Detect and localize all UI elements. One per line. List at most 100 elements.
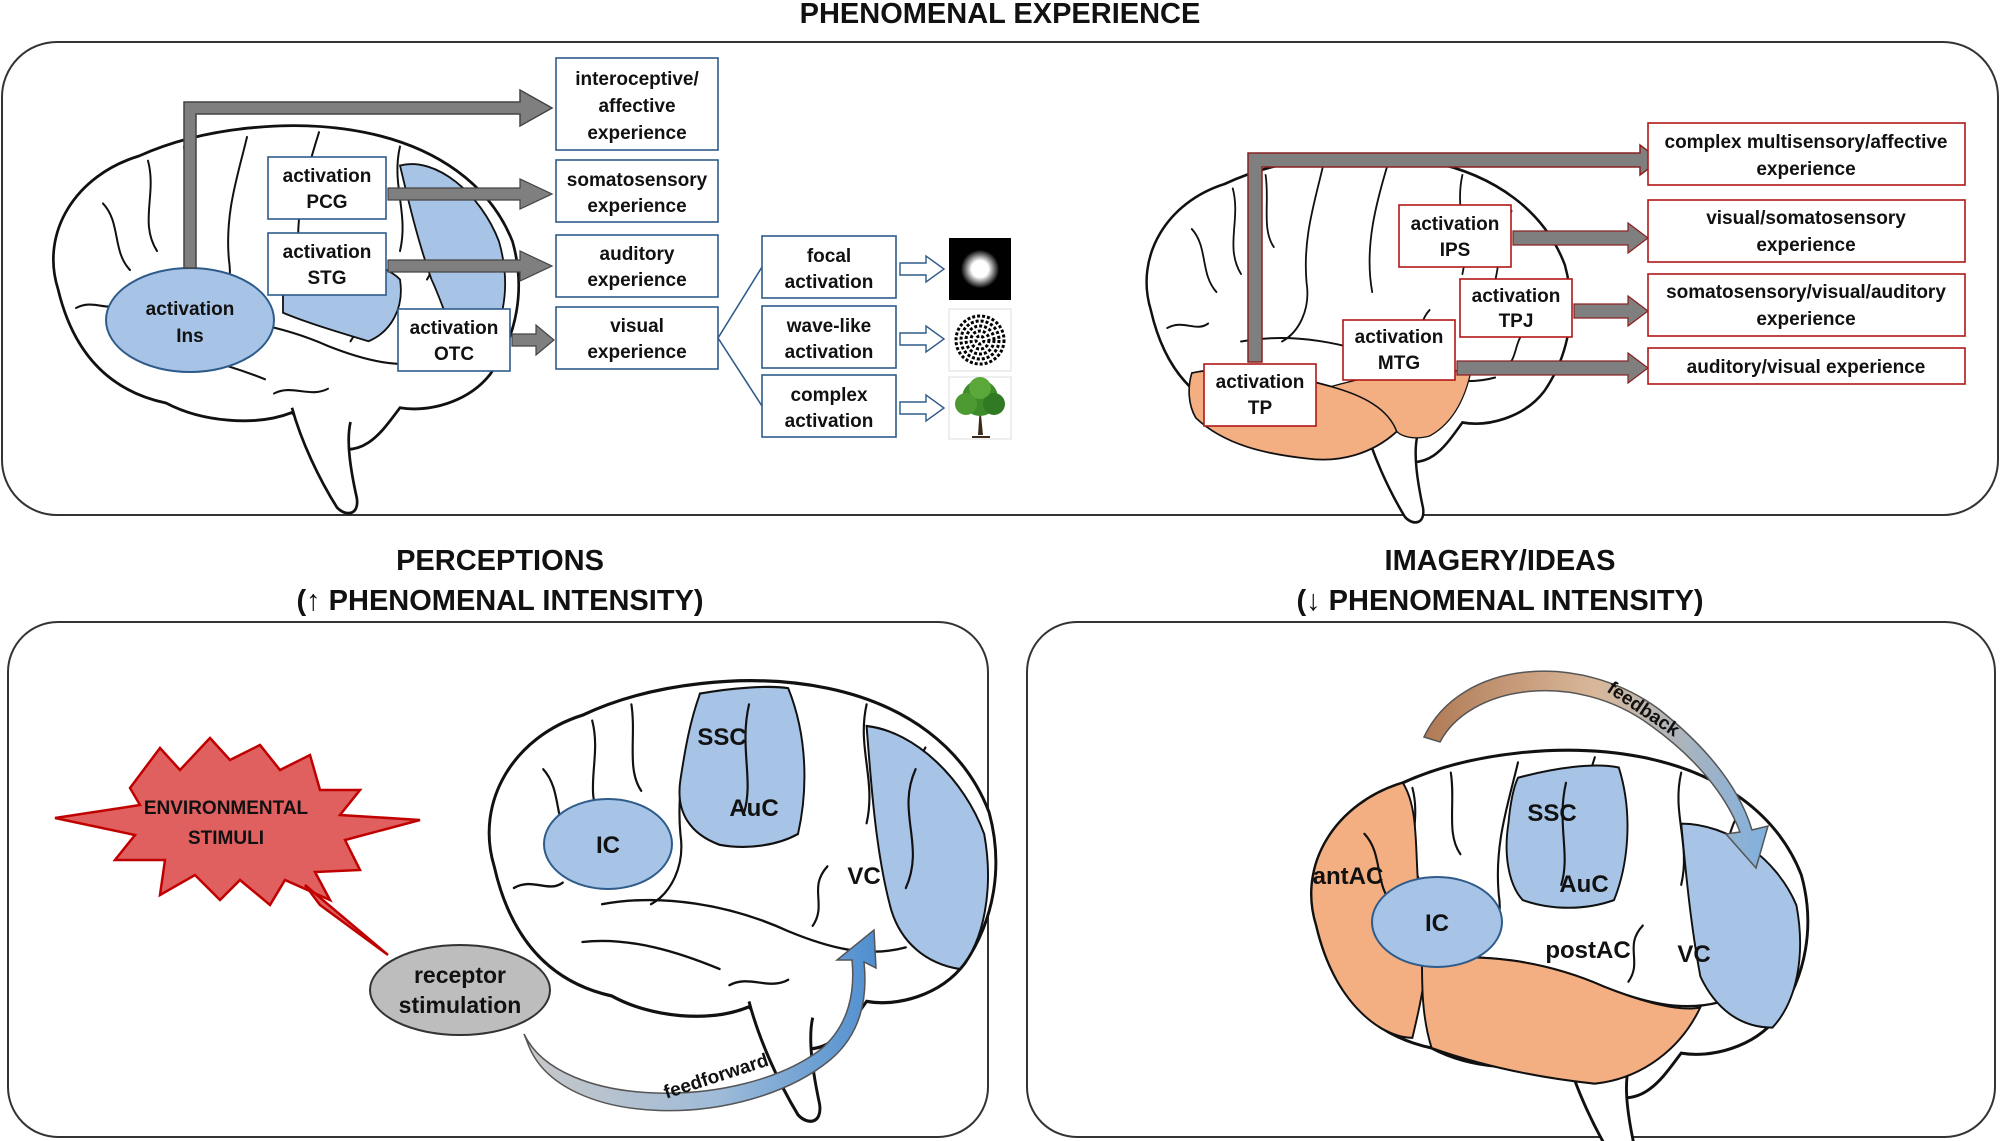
visual-type-wave: wave-like activation — [761, 305, 897, 369]
wave-line1: wave-like — [786, 316, 872, 337]
output-aud-vis-line1: auditory/visual experience — [1687, 357, 1926, 378]
imagery-brain: IC SSC AuC VC antAC postAC — [1309, 748, 1810, 1141]
output-visual-line1: visual — [610, 316, 664, 337]
imagery-antac-label: antAC — [1313, 863, 1384, 890]
output-interoceptive-line1: interoceptive/ — [575, 69, 699, 90]
output-interoceptive-line2: affective — [598, 96, 675, 117]
output-somatosensory: somatosensory experience — [555, 159, 719, 223]
ins-label-1: activation — [146, 299, 235, 320]
stg-arrow — [387, 250, 554, 282]
mtg-arrow — [1456, 351, 1649, 385]
environmental-stimuli-star: ENVIRONMENTAL STIMULI — [54, 736, 421, 957]
top-heading: PHENOMENAL EXPERIENCE — [800, 0, 1201, 30]
perceptions-subheading: (↑ PHENOMENAL INTENSITY) — [296, 585, 703, 617]
feedback-arrow — [1422, 670, 1770, 870]
focal-line2: activation — [785, 272, 874, 293]
pcg-box: activation PCG — [267, 156, 387, 220]
imagery-subheading: (↓ PHENOMENAL INTENSITY) — [1296, 585, 1703, 617]
output-soma-vis-aud-line2: experience — [1756, 309, 1855, 330]
receptor-line2: stimulation — [399, 992, 522, 1018]
tp-box: activation TP — [1203, 363, 1317, 427]
otc-box: activation OTC — [397, 308, 511, 372]
tpj-label-1: activation — [1472, 286, 1561, 307]
output-somatosensory-line2: experience — [587, 196, 686, 217]
perception-vc-label: VC — [847, 863, 880, 890]
imagery-vc-label: VC — [1677, 941, 1710, 968]
imagery-ic-region — [1371, 876, 1503, 968]
mtg-label-2: MTG — [1378, 353, 1420, 374]
receptor-stimulation: receptor stimulation — [369, 944, 551, 1036]
wave-ring — [974, 334, 986, 346]
imagery-postac-label: postAC — [1545, 937, 1630, 964]
perception-ic-region — [543, 798, 673, 890]
otc-label-2: OTC — [434, 344, 474, 365]
ins-label-2: Ins — [176, 326, 203, 347]
visual-type-complex: complex activation — [761, 374, 897, 438]
wave-ring — [954, 314, 1006, 366]
imagery-heading: IMAGERY/IDEAS — [1385, 545, 1616, 577]
perception-auc-label: AuC — [729, 795, 778, 822]
wave-arrow — [899, 324, 946, 354]
visual-type-focal: focal activation — [761, 235, 897, 299]
stg-label-1: activation — [283, 242, 372, 263]
stg-box: activation STG — [267, 232, 387, 296]
imagery-ssc-label: SSC — [1527, 800, 1576, 827]
imagery-ic-label: IC — [1425, 910, 1449, 937]
pcg-label-2: PCG — [306, 192, 347, 213]
tp-label-1: activation — [1216, 372, 1305, 393]
wave-image — [948, 308, 1012, 372]
output-vis-soma-line2: experience — [1756, 235, 1855, 256]
output-multisensory: complex multisensory/affective experienc… — [1647, 122, 1966, 186]
mtg-box: activation MTG — [1342, 319, 1456, 381]
pcg-label-1: activation — [283, 166, 372, 187]
tpj-box: activation TPJ — [1459, 278, 1573, 338]
pcg-arrow — [387, 178, 554, 210]
feedforward-arrow — [523, 928, 877, 1112]
output-somatosensory-line1: somatosensory — [567, 170, 708, 191]
output-visual-somatosensory: visual/somatosensory experience — [1647, 199, 1966, 263]
focal-arrow — [899, 254, 946, 284]
output-auditory-line1: auditory — [600, 244, 675, 265]
tpj-arrow — [1573, 294, 1649, 328]
wave-ring — [969, 329, 991, 351]
stimuli-line1: ENVIRONMENTAL — [144, 798, 309, 819]
focal-line1: focal — [807, 246, 851, 267]
output-multisensory-line2: experience — [1756, 159, 1855, 180]
visual-fan-lines — [717, 266, 763, 407]
wave-line2: activation — [785, 342, 874, 363]
output-soma-vis-aud-line1: somatosensory/visual/auditory — [1666, 282, 1946, 303]
tpj-label-2: TPJ — [1499, 311, 1534, 332]
output-vis-soma-line1: visual/somatosensory — [1706, 208, 1906, 229]
tp-label-2: TP — [1248, 398, 1273, 419]
ins-region — [105, 267, 275, 373]
output-soma-vis-aud: somatosensory/visual/auditory experience — [1647, 273, 1966, 337]
complex-arrow — [899, 393, 946, 423]
ips-label-1: activation — [1411, 214, 1500, 235]
otc-arrow — [511, 323, 555, 357]
perceptions-heading: PERCEPTIONS — [396, 545, 604, 577]
otc-label-1: activation — [410, 318, 499, 339]
mtg-label-1: activation — [1355, 327, 1444, 348]
stimuli-line2: STIMULI — [188, 828, 264, 849]
top-panel-frame — [1, 41, 1999, 516]
perception-ssc-label: SSC — [697, 724, 746, 751]
perception-ic-label: IC — [596, 832, 620, 859]
output-visual: visual experience — [555, 306, 719, 370]
ips-label-2: IPS — [1440, 240, 1471, 261]
stg-label-2: STG — [307, 268, 346, 289]
output-auditory-visual: auditory/visual experience — [1647, 347, 1966, 385]
tree-image — [948, 376, 1012, 440]
receptor-line1: receptor — [414, 962, 506, 988]
output-interoceptive: interoceptive/ affective experience — [555, 57, 719, 151]
ins-to-interoceptive-arrow — [183, 88, 554, 269]
imagery-panel-frame — [1026, 621, 1996, 1138]
output-multisensory-line1: complex multisensory/affective — [1665, 132, 1948, 153]
output-visual-line2: experience — [587, 342, 686, 363]
feedback-label: feedback — [1603, 678, 1683, 742]
wave-ring — [959, 319, 1001, 361]
output-auditory: auditory experience — [555, 234, 719, 298]
focal-image — [949, 238, 1011, 300]
complex-line1: complex — [790, 385, 868, 406]
output-interoceptive-line3: experience — [587, 123, 686, 144]
